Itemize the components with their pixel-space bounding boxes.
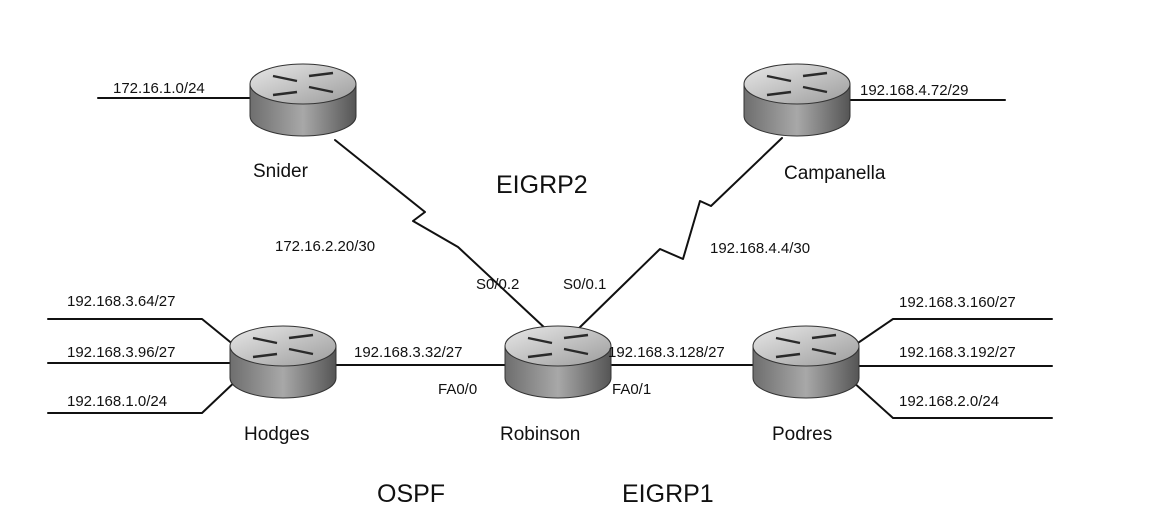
router-icon (228, 324, 338, 400)
network-label-snider-robinson-wan: 172.16.2.20/30 (275, 238, 375, 255)
network-label-campanella-robinson-wan: 192.168.4.4/30 (710, 240, 810, 257)
protocol-label-eigrp2: EIGRP2 (496, 171, 588, 199)
router-label-hodges: Hodges (244, 424, 310, 445)
protocol-label-ospf: OSPF (377, 480, 445, 508)
interface-label-s0-0-1: S0/0.1 (563, 276, 606, 293)
router-label-podres: Podres (772, 424, 832, 445)
router-snider (248, 62, 358, 138)
network-label-hodges-lan-1: 192.168.3.64/27 (67, 293, 175, 310)
router-label-robinson: Robinson (500, 424, 580, 445)
hodges-lan-link-1 (47, 318, 241, 351)
network-label-robinson-podres: 192.168.3.128/27 (608, 344, 725, 361)
podres-lan-link-3 (851, 380, 1053, 419)
router-campanella (742, 62, 852, 138)
network-label-podres-lan-3: 192.168.2.0/24 (899, 393, 999, 410)
network-label-podres-lan-2: 192.168.3.192/27 (899, 344, 1016, 361)
campanella-robinson-serial-link (574, 137, 783, 333)
protocol-label-eigrp1: EIGRP1 (622, 480, 714, 508)
network-label-hodges-lan-2: 192.168.3.96/27 (67, 344, 175, 361)
snider-robinson-serial-link (334, 139, 548, 331)
router-label-campanella: Campanella (784, 163, 886, 184)
router-hodges (228, 324, 338, 400)
network-label-snider-lan: 172.16.1.0/24 (113, 80, 205, 97)
interface-label-s0-0-2: S0/0.2 (476, 276, 519, 293)
router-icon (742, 62, 852, 138)
router-podres (751, 324, 861, 400)
router-label-snider: Snider (253, 161, 309, 182)
router-icon (751, 324, 861, 400)
router-icon (248, 62, 358, 138)
hodges-lan-link-3 (47, 376, 241, 414)
router-icon (503, 324, 613, 400)
interface-label-fa0-1: FA0/1 (612, 381, 651, 398)
interface-label-fa0-0: FA0/0 (438, 381, 477, 398)
network-label-hodges-lan-3: 192.168.1.0/24 (67, 393, 167, 410)
podres-lan-link-1 (851, 318, 1053, 348)
network-links (47, 97, 1053, 419)
network-label-hodges-robinson: 192.168.3.32/27 (354, 344, 462, 361)
network-label-campanella-lan: 192.168.4.72/29 (860, 82, 968, 99)
router-robinson (503, 324, 613, 400)
network-label-podres-lan-1: 192.168.3.160/27 (899, 294, 1016, 311)
